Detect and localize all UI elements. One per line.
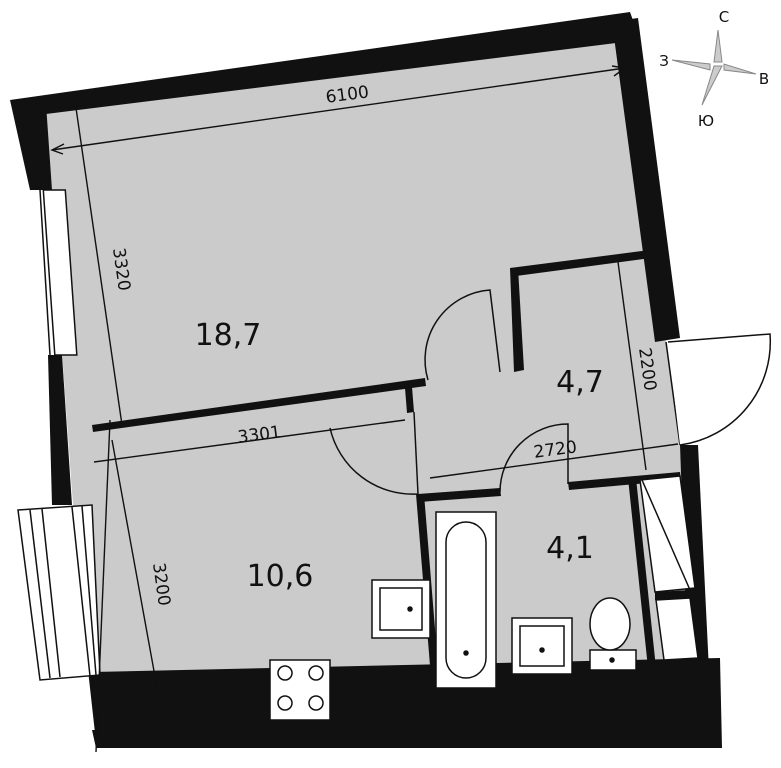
window-living	[39, 189, 78, 356]
compass-east: В	[759, 70, 769, 88]
dimension-lines	[50, 65, 679, 753]
hall-area: 4,7	[556, 365, 604, 400]
bathroom-area: 4,1	[546, 531, 594, 566]
floor-area	[45, 38, 692, 732]
interior-doors	[329, 289, 569, 495]
entrance-door	[665, 333, 772, 446]
kitchen-sink	[371, 579, 431, 639]
outer-walls	[10, 12, 722, 748]
living-room-area: 18,7	[195, 318, 262, 353]
closet	[639, 475, 699, 661]
toilet	[589, 597, 637, 671]
bathtub	[435, 511, 497, 689]
compass-north: С	[719, 8, 729, 26]
compass-south: Ю	[698, 112, 714, 130]
interior-walls	[92, 250, 690, 690]
stove	[269, 659, 331, 721]
compass-west: З	[659, 52, 669, 70]
balcony-window	[17, 504, 101, 681]
kitchen-area: 10,6	[247, 559, 314, 594]
compass-rose: С З В Ю	[659, 8, 769, 130]
bathroom-sink	[511, 617, 573, 675]
